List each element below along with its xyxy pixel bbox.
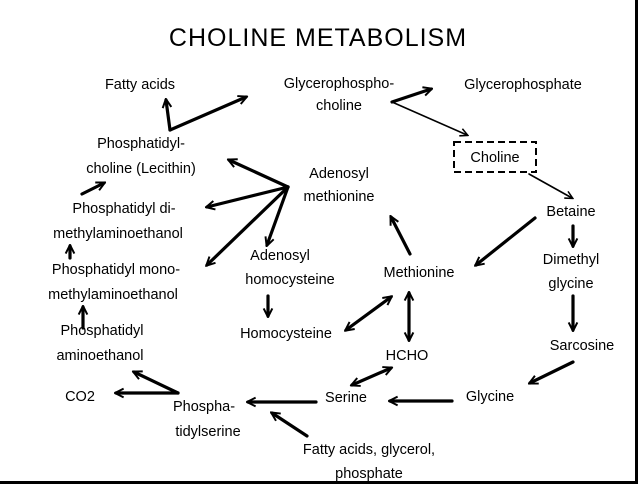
arrow-sam-to-phosphatidyl-dimethyl — [207, 185, 290, 207]
arrow-homocysteine-methionine — [346, 297, 391, 330]
arrow-to-fatty-acids — [166, 100, 170, 132]
node-glycine: Glycine — [466, 389, 514, 405]
diagram-title: CHOLINE METABOLISM — [169, 24, 467, 52]
node-methionine: Methionine — [384, 265, 455, 281]
arrow-betaine-to-methionine — [476, 216, 537, 265]
node-glycerophosphocholine-line2: choline — [316, 98, 362, 114]
node-glycerophosphocholine-line1: Glycerophospho- — [284, 76, 395, 92]
arrow-sam-to-phosphatidyl-monomethyl — [207, 185, 290, 265]
arrow-to-choline — [391, 101, 467, 135]
node-phosphatidylserine-line1: Phospha- — [173, 399, 235, 415]
node-betaine: Betaine — [546, 204, 595, 220]
node-choline: Choline — [470, 150, 519, 166]
node-hcho: HCHO — [386, 348, 429, 364]
node-fatty-acids: Fatty acids — [105, 77, 175, 93]
arrow-sam-to-phosphatidylcholine — [229, 160, 290, 189]
node-phosphatidylcholine-line1: Phosphatidyl- — [97, 136, 185, 152]
node-phosphatidyl-aminoethanol-line1: Phosphatidyl — [60, 323, 143, 339]
node-serine: Serine — [325, 390, 367, 406]
node-adenosyl-methionine-line1: Adenosyl — [309, 166, 369, 182]
node-phosphatidyl-dimethyl-line2: methylaminoethanol — [53, 226, 183, 242]
node-phosphatidylcholine-line2: choline (Lecithin) — [86, 161, 196, 177]
arrow-to-glycerophosphate — [390, 89, 431, 104]
arrow-phosphatidylserine-to-aminoethanol — [134, 372, 180, 395]
arrow-to-glycerophosphocholine — [168, 97, 246, 132]
node-homocysteine: Homocysteine — [240, 326, 332, 342]
arrow-sam-to-adenosyl-homocysteine — [267, 185, 290, 245]
node-dimethyl-glycine-line2: glycine — [548, 276, 593, 292]
node-adenosyl-homocysteine-line2: homocysteine — [245, 272, 334, 288]
node-sarcosine: Sarcosine — [550, 338, 614, 354]
node-co2: CO2 — [65, 389, 95, 405]
node-phosphatidylserine-line2: tidylserine — [175, 424, 240, 440]
choline-dashed-box — [453, 141, 537, 173]
arrow-dimethyl-to-phosphatidylcholine — [80, 181, 104, 196]
node-dimethyl-glycine-line1: Dimethyl — [543, 252, 599, 268]
arrow-choline-to-betaine — [528, 173, 572, 198]
node-adenosyl-homocysteine-line1: Adenosyl — [250, 248, 310, 264]
node-phosphatidyl-dimethyl-line1: Phosphatidyl di- — [72, 201, 175, 217]
arrow-methionine-to-sam — [389, 217, 412, 256]
node-fatty-acids-glycerol-line2: phosphate — [335, 466, 403, 482]
node-adenosyl-methionine-line2: methionine — [304, 189, 375, 205]
node-phosphatidyl-monomethyl-line2: methylaminoethanol — [48, 287, 178, 303]
arrow-fattyacids-glycerol-to-phosphatidylserine — [272, 413, 309, 438]
arrow-sarcosine-to-glycine — [530, 360, 575, 385]
node-glycerophosphate: Glycerophosphate — [464, 77, 582, 93]
arrow-hcho-serine — [352, 368, 391, 385]
node-phosphatidyl-aminoethanol-line2: aminoethanol — [56, 348, 143, 364]
node-fatty-acids-glycerol-line1: Fatty acids, glycerol, — [303, 442, 435, 458]
node-phosphatidyl-monomethyl-line1: Phosphatidyl mono- — [52, 262, 180, 278]
